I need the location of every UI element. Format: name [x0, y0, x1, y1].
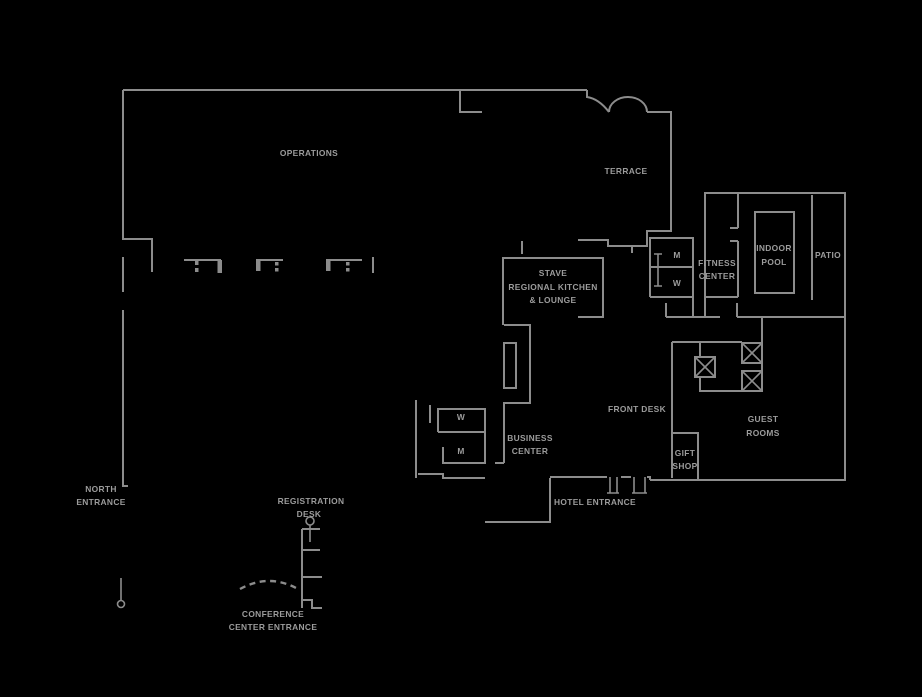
north-entrance-label-line1: NORTH: [85, 484, 117, 494]
business-center-area: [415, 400, 504, 479]
left-wall-lower: [122, 310, 128, 487]
door-dot-icon: [195, 261, 199, 265]
upper-restrooms: [649, 237, 694, 317]
stave-label-line3: & LOUNGE: [529, 295, 576, 305]
operations-label: OPERATIONS: [280, 148, 338, 158]
patio-label: PATIO: [815, 250, 841, 260]
pool-label-line1: INDOOR: [756, 243, 792, 253]
registration-desk-label-line2: DESK: [297, 509, 322, 519]
entrance-canopy-walls: [485, 478, 551, 523]
restroom-walls: [649, 237, 694, 317]
elevator-icon: [694, 356, 716, 378]
registration-desk-counters: [302, 528, 322, 609]
terrace-area: [578, 90, 672, 253]
business-center-label-line1: BUSINESS: [507, 433, 553, 443]
stave-label-line1: STAVE: [539, 268, 567, 278]
terrace-arch-icon: [608, 96, 648, 113]
operations-notch-wall: [459, 90, 482, 113]
entrance-point-icon: [116, 599, 126, 609]
operations-room: [122, 89, 587, 487]
elevator-icon: [741, 370, 763, 392]
registration-desk-label-line1: REGISTRATION: [278, 496, 345, 506]
stave-kitchen: [502, 241, 604, 463]
north-entrance-label-line2: ENTRANCE: [76, 497, 125, 507]
north-entrance-area: [116, 578, 126, 609]
mens-restroom-label: M: [673, 250, 680, 260]
indoor-pool-outline: [754, 211, 795, 294]
conference-entrance-label-line2: CENTER ENTRANCE: [229, 622, 318, 632]
door-dot-icon: [195, 268, 199, 272]
elevator-bank: [672, 317, 763, 392]
room-labels: OPERATIONS TERRACE STAVE REGIONAL KITCHE…: [76, 148, 841, 632]
restroom-walls: [437, 408, 486, 464]
gift-shop-walls: [672, 432, 699, 480]
doorway-alcoves: [184, 257, 374, 273]
gift-shop-label-line1: GIFT: [675, 448, 696, 458]
door-icon: [632, 477, 647, 494]
door-dot-icon: [275, 268, 279, 272]
entrance-wall: [647, 476, 651, 480]
gift-shop-label-line2: SHOP: [672, 461, 697, 471]
bottom-walls: [418, 473, 485, 479]
elevator-icon: [741, 342, 763, 364]
fitness-label-line2: CENTER: [699, 271, 736, 281]
mens-restroom-lower-label: M: [457, 446, 464, 456]
terrace-right-wall: [578, 111, 672, 247]
terrace-arch-icon: [586, 90, 610, 113]
door-jamb-icon: [326, 260, 331, 271]
stave-label-line2: REGIONAL KITCHEN: [508, 282, 597, 292]
stairs-icon: [503, 324, 531, 463]
right-wing: [650, 192, 846, 481]
terrace-label: TERRACE: [605, 166, 648, 176]
front-desk-label: FRONT DESK: [608, 404, 666, 414]
door-dot-icon: [346, 268, 350, 272]
door-dot-icon: [346, 262, 350, 266]
door-jamb-icon: [256, 260, 261, 271]
stairs-icon: [503, 342, 517, 389]
front-desk-area: [671, 342, 699, 480]
conference-entrance-label-line1: CONFERENCE: [242, 609, 304, 619]
registration-desk-area: [239, 516, 322, 609]
operations-left-wall: [122, 90, 153, 272]
womens-restroom-label: W: [673, 278, 681, 288]
pool-label-line2: POOL: [761, 257, 786, 267]
guest-rooms-label-line1: GUEST: [748, 414, 779, 424]
fitness-right-wall: [730, 193, 739, 297]
business-center-label-line2: CENTER: [512, 446, 549, 456]
door-jamb-icon: [217, 260, 222, 273]
door-icon: [607, 477, 619, 494]
lobby-door-walls: [665, 303, 763, 318]
hotel-entrance-label: HOTEL ENTRANCE: [554, 497, 636, 507]
door-dot-icon: [275, 262, 279, 266]
hotel-entrance-area: [485, 476, 651, 523]
kitchen-walls: [502, 257, 604, 325]
womens-restroom-lower-label: W: [457, 412, 465, 422]
conference-entry-arc: [239, 579, 299, 591]
elevator-corridor-walls: [699, 342, 762, 392]
fitness-label-line1: FITNESS: [698, 258, 736, 268]
door-jamb-icon: [654, 253, 662, 287]
wing-outer-walls: [650, 192, 846, 481]
guest-rooms-label-line2: ROOMS: [746, 428, 779, 438]
